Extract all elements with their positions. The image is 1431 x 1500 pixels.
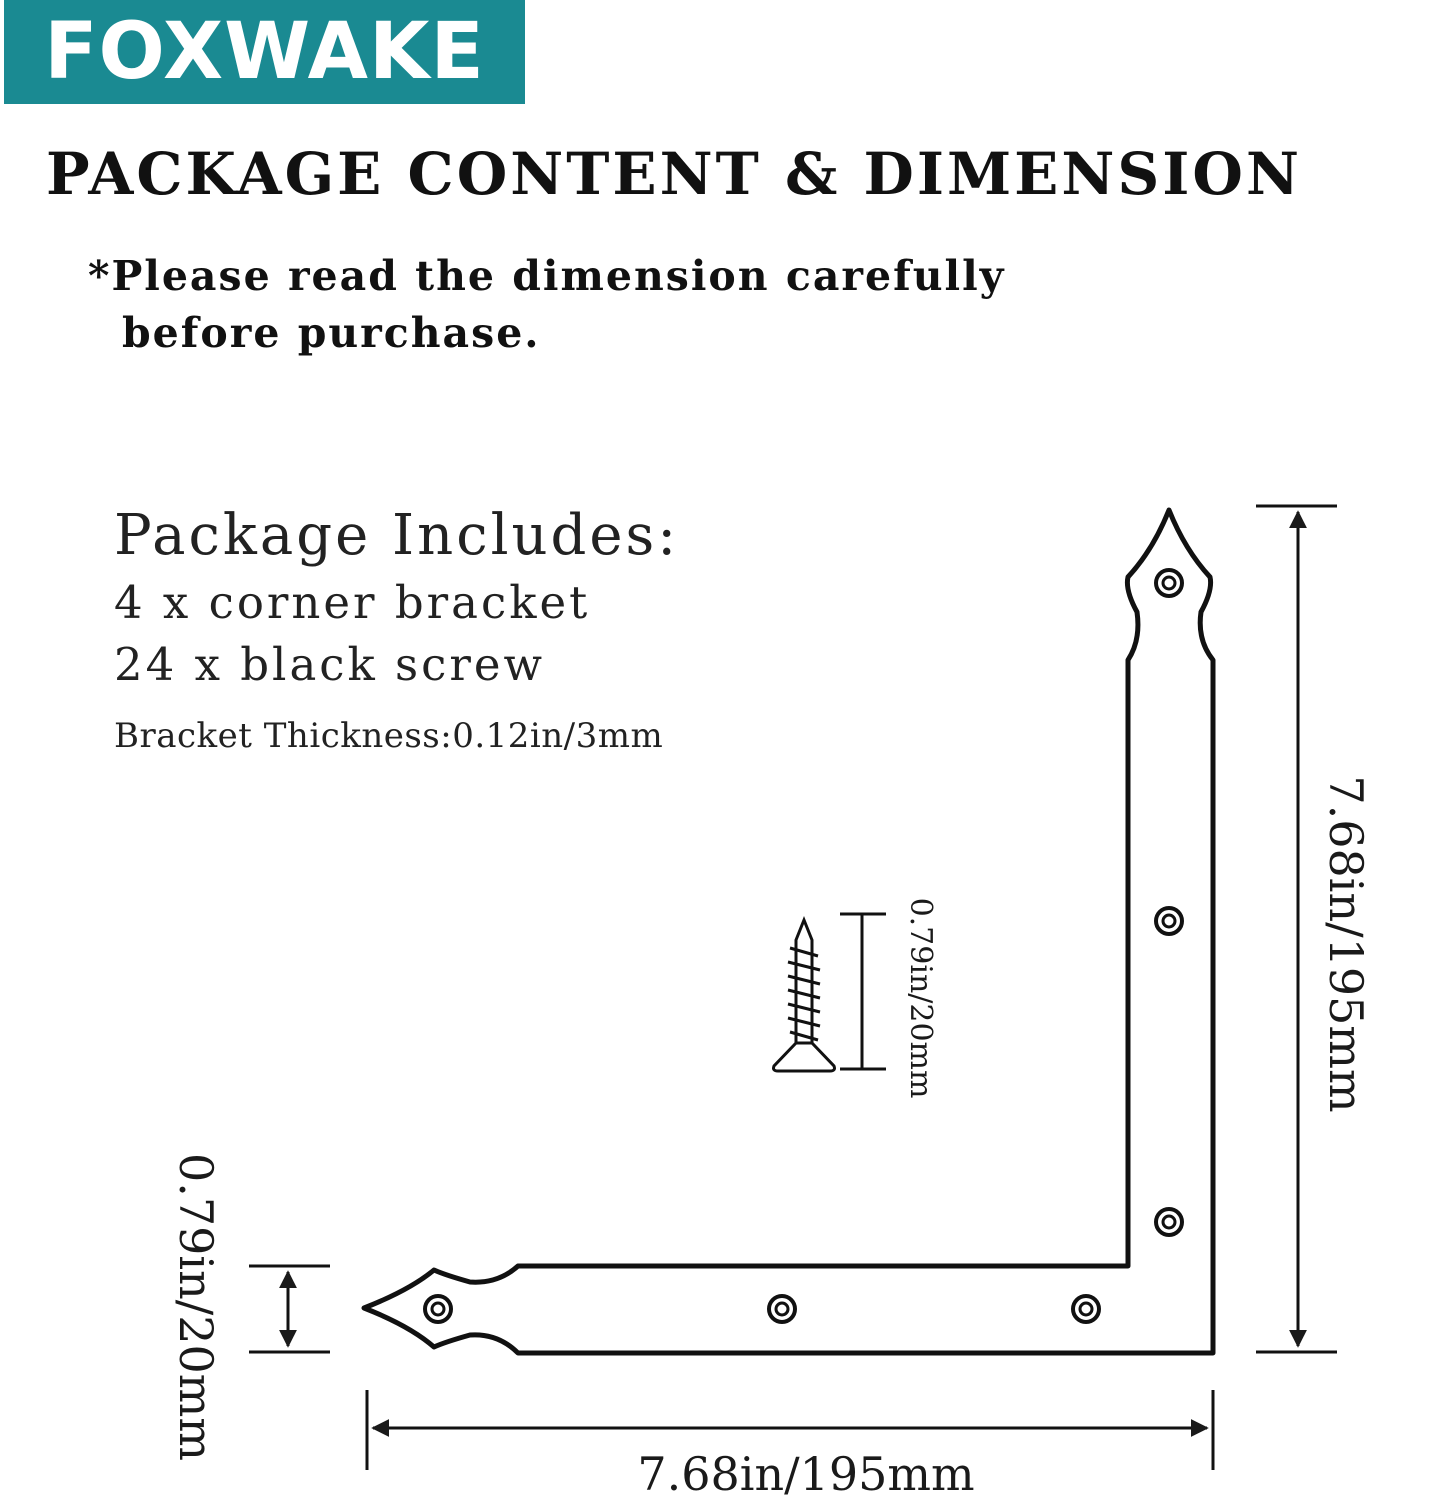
- arm-width-dimension-line: [249, 1264, 330, 1354]
- note-line-1: *Please read the dimension carefully: [88, 252, 1006, 300]
- bracket-thickness: Bracket Thickness:0.12in/3mm: [114, 716, 664, 756]
- hole-icon: [1154, 1207, 1184, 1237]
- height-label: 7.68in/195mm: [1319, 775, 1373, 1112]
- arm-width-label: 0.79in/20mm: [169, 1153, 223, 1461]
- screw-icon: [772, 915, 836, 1073]
- hole-icon: [1154, 906, 1184, 936]
- package-item-brackets: 4 x corner bracket: [114, 576, 591, 629]
- width-dimension-line: [365, 1390, 1215, 1470]
- brand-name: FOXWAKE: [44, 7, 485, 97]
- hole-icon: [1154, 568, 1184, 598]
- corner-bracket-icon: [361, 507, 1216, 1356]
- brand-logo: FOXWAKE: [4, 0, 525, 104]
- purchase-note: *Please read the dimension carefully bef…: [88, 248, 1006, 362]
- package-includes: Package Includes: 4 x corner bracket 24 …: [114, 500, 679, 756]
- hole-icon: [767, 1294, 797, 1324]
- bracket-holes: [423, 568, 1184, 1324]
- package-item-screws: 24 x black screw: [114, 638, 546, 691]
- screw-length-label: 0.79in/20mm: [903, 898, 938, 1099]
- hole-icon: [423, 1294, 453, 1324]
- hole-icon: [1071, 1294, 1101, 1324]
- page-title: PACKAGE CONTENT & DIMENSION: [46, 140, 1302, 208]
- width-label: 7.68in/195mm: [637, 1447, 974, 1500]
- note-line-2: before purchase.: [122, 309, 541, 357]
- height-dimension-line: [1256, 504, 1337, 1354]
- package-heading: Package Includes:: [114, 503, 680, 568]
- screw-dimension-line: [840, 912, 886, 1071]
